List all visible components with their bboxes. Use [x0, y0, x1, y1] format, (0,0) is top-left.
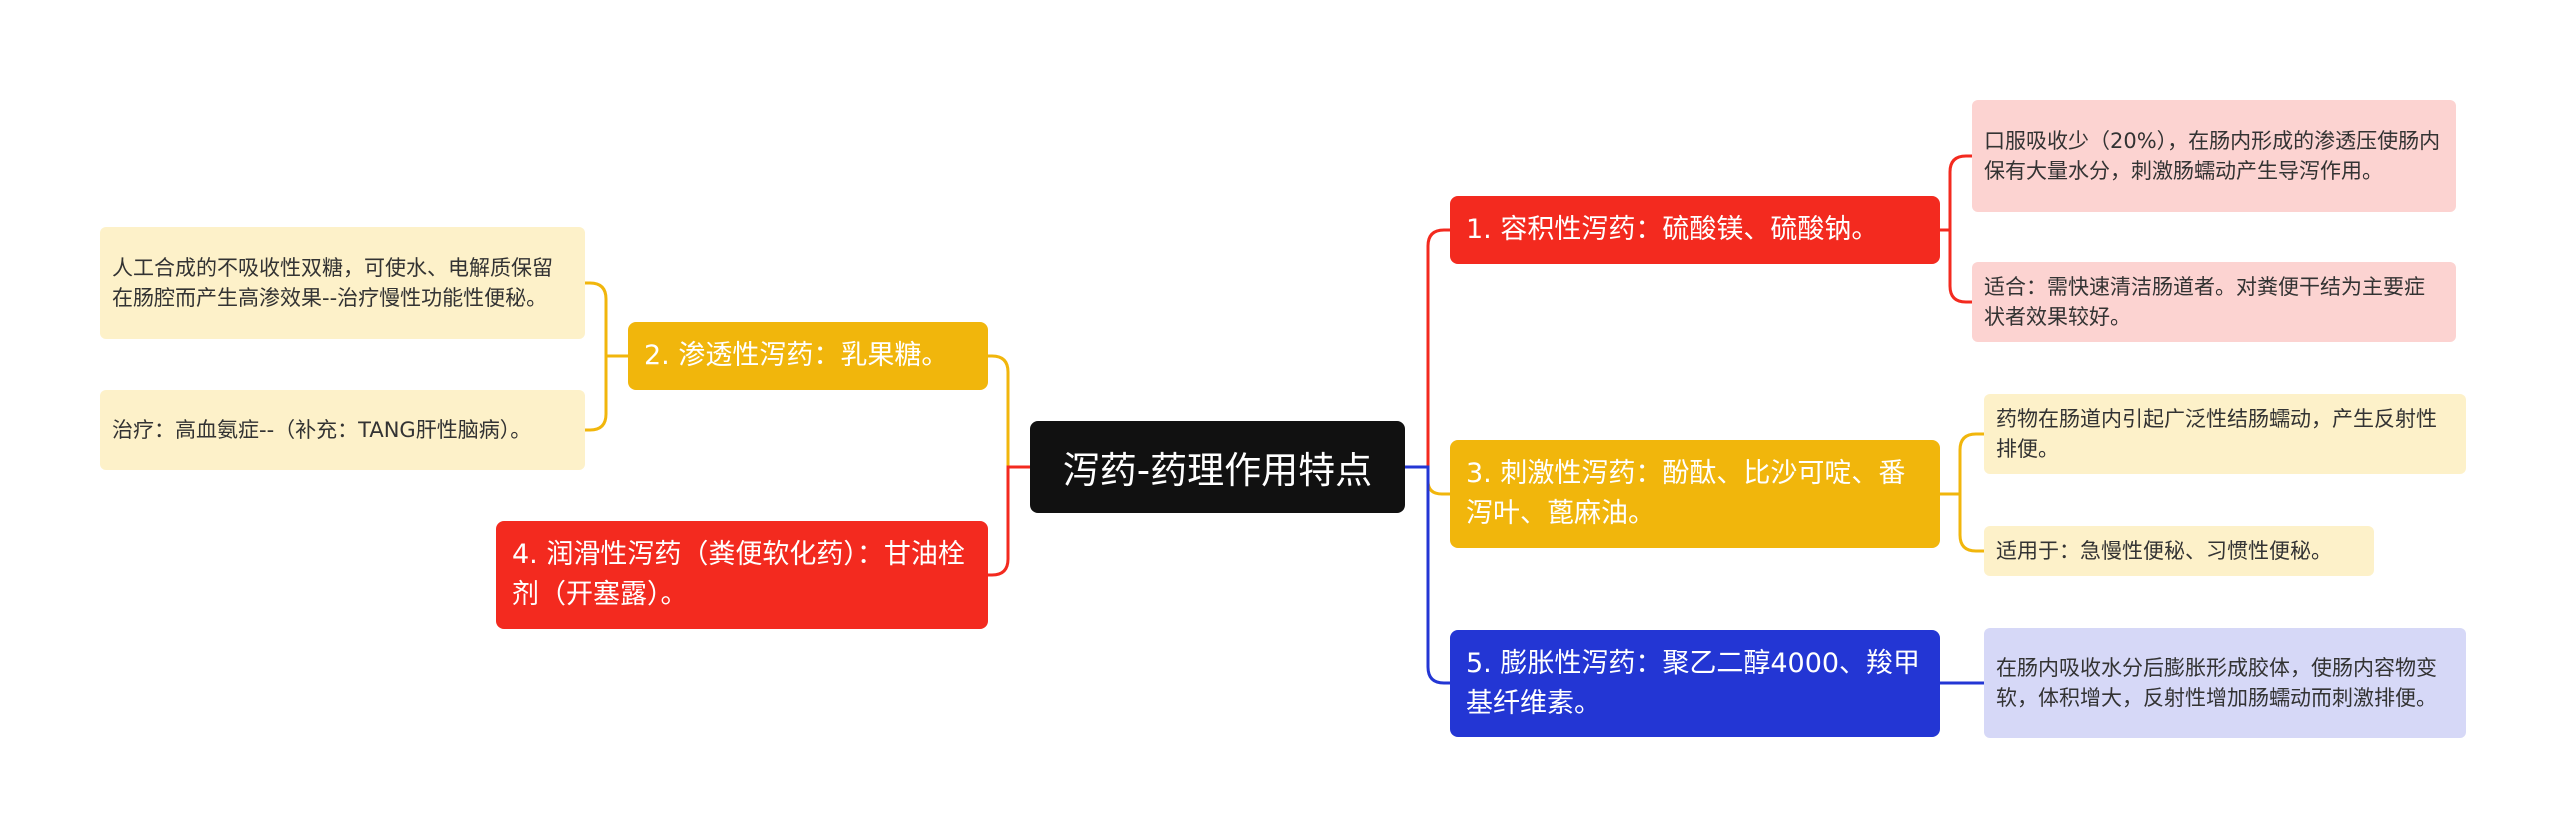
note-text: 适合：需快速清洁肠道者。对粪便干结为主要症状者效果较好。 — [1984, 275, 2425, 329]
branch-label: 4. 润滑性泻药（粪便软化药）：甘油栓剂（开塞露）。 — [512, 539, 965, 610]
link-root-branch-1 — [1405, 228, 1450, 469]
branch-lubricant-laxative[interactable]: 4. 润滑性泻药（粪便软化药）：甘油栓剂（开塞露）。 — [496, 521, 988, 629]
note-text: 在肠内吸收水分后膨胀形成胶体，使肠内容物变软，体积增大，反射性增加肠蠕动而刺激排… — [1996, 656, 2437, 710]
link-branch-2-note-2 — [585, 354, 628, 432]
root-topic[interactable]: 泻药-药理作用特点 — [1030, 421, 1405, 513]
note-stimulant-mechanism[interactable]: 药物在肠道内引起广泛性结肠蠕动，产生反射性排便。 — [1984, 394, 2466, 474]
link-branch-1-note-1 — [1940, 154, 1972, 232]
link-branch-2-note-1 — [585, 281, 628, 358]
link-branch-3-note-2 — [1940, 492, 1984, 553]
branch-bulk-laxative[interactable]: 5. 膨胀性泻药：聚乙二醇4000、羧甲基纤维素。 — [1450, 630, 1940, 737]
note-text: 治疗：高血氨症--（补充：TANG肝性脑病）。 — [112, 418, 532, 442]
note-text: 适用于：急慢性便秘、习惯性便秘。 — [1996, 539, 2332, 563]
note-osmotic-treatment[interactable]: 治疗：高血氨症--（补充：TANG肝性脑病）。 — [100, 390, 585, 470]
link-branch-1-note-2 — [1940, 228, 1972, 304]
note-osmotic-mechanism[interactable]: 人工合成的不吸收性双糖，可使水、电解质保留在肠腔而产生高渗效果--治疗慢性功能性… — [100, 227, 585, 339]
link-root-branch-4 — [988, 465, 1030, 577]
link-root-branch-2 — [988, 354, 1030, 469]
link-branch-3-note-1 — [1940, 432, 1984, 496]
note-text: 药物在肠道内引起广泛性结肠蠕动，产生反射性排便。 — [1996, 407, 2437, 461]
branch-stimulant-laxative[interactable]: 3. 刺激性泻药：酚酞、比沙可啶、番泻叶、蓖麻油。 — [1450, 440, 1940, 548]
note-stimulant-indication[interactable]: 适用于：急慢性便秘、习惯性便秘。 — [1984, 526, 2374, 576]
branch-volumetric-laxative[interactable]: 1. 容积性泻药：硫酸镁、硫酸钠。 — [1450, 196, 1940, 264]
note-volumetric-mechanism[interactable]: 口服吸收少（20%），在肠内形成的渗透压使肠内保有大量水分，刺激肠蠕动产生导泻作… — [1972, 100, 2456, 212]
branch-label: 1. 容积性泻药：硫酸镁、硫酸钠。 — [1466, 214, 1879, 245]
branch-label: 2. 渗透性泻药：乳果糖。 — [644, 340, 949, 371]
link-root-branch-5 — [1405, 465, 1450, 685]
note-text: 口服吸收少（20%），在肠内形成的渗透压使肠内保有大量水分，刺激肠蠕动产生导泻作… — [1984, 129, 2441, 183]
root-topic-label: 泻药-药理作用特点 — [1062, 449, 1373, 492]
note-text: 人工合成的不吸收性双糖，可使水、电解质保留在肠腔而产生高渗效果--治疗慢性功能性… — [112, 256, 553, 310]
note-bulk-mechanism[interactable]: 在肠内吸收水分后膨胀形成胶体，使肠内容物变软，体积增大，反射性增加肠蠕动而刺激排… — [1984, 628, 2466, 738]
branch-osmotic-laxative[interactable]: 2. 渗透性泻药：乳果糖。 — [628, 322, 988, 390]
branch-label: 3. 刺激性泻药：酚酞、比沙可啶、番泻叶、蓖麻油。 — [1466, 458, 1906, 529]
branch-label: 5. 膨胀性泻药：聚乙二醇4000、羧甲基纤维素。 — [1466, 647, 1921, 719]
note-volumetric-indication[interactable]: 适合：需快速清洁肠道者。对粪便干结为主要症状者效果较好。 — [1972, 262, 2456, 342]
